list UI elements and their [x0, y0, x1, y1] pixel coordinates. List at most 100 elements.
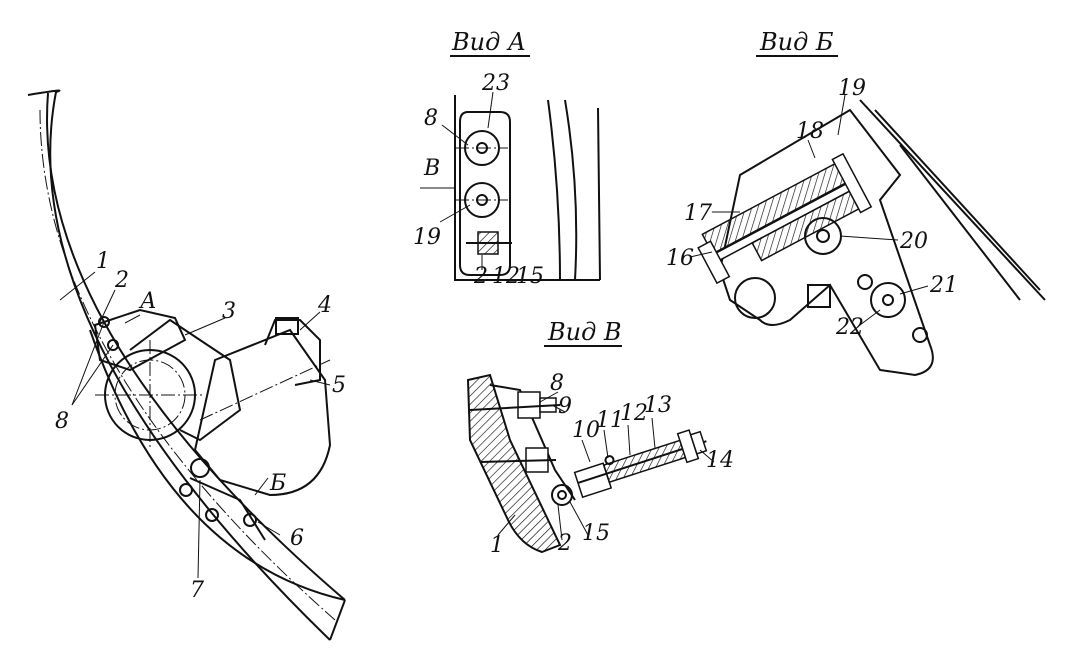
rim-inner-arc — [46, 92, 346, 601]
view-b-label-22: 22 — [835, 315, 864, 340]
view-a-label-15: 15 — [516, 264, 544, 289]
label-arrow-b: Б — [269, 471, 286, 496]
label-5: 5 — [332, 373, 346, 398]
view-b: Вид Б 19 18 17 16 20 21 — [666, 28, 1046, 377]
view-b-label-18: 18 — [796, 119, 824, 144]
label-8: 8 — [55, 409, 69, 434]
view-v-label-9: 9 — [558, 394, 572, 419]
nut-7a — [179, 483, 193, 497]
view-b-nut-20-center — [816, 229, 830, 243]
view-a: Вид А 23 8 В 19 2 12 15 — [413, 28, 601, 289]
view-b-label-20: 20 — [899, 229, 928, 254]
motor-axis — [199, 359, 331, 421]
view-b-body-edge-3 — [899, 144, 1021, 301]
view-v-label-1: 1 — [490, 533, 504, 558]
leader-4 — [299, 311, 321, 331]
view-b-label-19: 19 — [838, 76, 866, 101]
view-a-edge-2 — [564, 99, 578, 281]
leader-v-11 — [603, 429, 609, 459]
view-b-spring-assembly — [697, 152, 873, 285]
view-v-bolt-upper — [469, 404, 561, 411]
view-v-locknut-14 — [689, 430, 708, 455]
label-2: 2 — [114, 268, 129, 293]
view-v: Вид В 8 9 10 11 12 — [466, 318, 734, 558]
bolt-8-top — [98, 316, 110, 328]
view-a-title: Вид А — [451, 28, 526, 56]
label-arrow-a: А — [138, 289, 157, 314]
view-b-body-edge-2 — [874, 109, 1041, 291]
bracket-2 — [93, 308, 187, 372]
view-b-bracket — [718, 108, 934, 377]
rim-inner-edge — [89, 329, 346, 601]
view-v-label-13: 13 — [644, 393, 672, 418]
link-plate-6 — [189, 477, 266, 541]
view-v-label-15: 15 — [582, 521, 610, 546]
view-v-label-10: 10 — [572, 418, 600, 443]
leader-5 — [309, 379, 331, 386]
view-a-edge-1 — [547, 99, 561, 281]
view-a-arrow — [124, 314, 141, 324]
leader-b-20 — [839, 235, 899, 241]
view-v-label-2: 2 — [557, 531, 572, 556]
nut-7b — [205, 508, 219, 522]
motor-terminal-4 — [275, 317, 299, 335]
view-a-label-2: 2 — [473, 264, 488, 289]
view-a-plate — [459, 111, 511, 276]
pivot-7 — [190, 458, 210, 478]
leader-v-1 — [497, 514, 516, 536]
main-assembly-view: 1 2 А 3 4 5 8 Б 6 7 — [27, 89, 346, 641]
view-b-hole-1 — [857, 274, 873, 290]
leader-v-9 — [551, 404, 566, 413]
view-v-pin-15-center — [557, 490, 567, 500]
nut-6 — [243, 513, 257, 527]
leader-8a — [71, 321, 105, 406]
view-v-label-14: 14 — [706, 448, 734, 473]
view-a-edge-3 — [597, 107, 601, 281]
view-b-end-19 — [831, 152, 873, 214]
leader-3 — [184, 317, 226, 336]
leader-b-16 — [689, 251, 713, 258]
leader-b-18 — [807, 139, 816, 159]
view-b-nut-21-center — [882, 294, 894, 306]
leader-v-12 — [627, 424, 631, 456]
view-b-arrow — [254, 477, 269, 496]
view-b-title: Вид Б — [759, 28, 834, 56]
leader-v-13 — [651, 417, 656, 449]
leader-b-22 — [859, 309, 881, 326]
view-a-label-8: 8 — [424, 106, 438, 131]
view-v-title: Вид В — [547, 318, 622, 346]
leader-8b — [71, 344, 114, 406]
rim-end-cut — [329, 599, 346, 641]
view-b-label-21: 21 — [929, 273, 958, 298]
leader-2 — [99, 289, 116, 323]
view-b-hole-2 — [912, 327, 928, 343]
leader-v-8 — [539, 391, 559, 403]
view-b-hex-nut — [734, 277, 776, 319]
motor-cap-4 — [264, 319, 321, 386]
view-a-label-v: В — [423, 156, 440, 181]
view-v-nut-8 — [517, 391, 541, 419]
motor-housing-5 — [193, 328, 332, 497]
view-v-rim-section-1 — [466, 373, 562, 554]
leader-1 — [59, 271, 96, 301]
rim-center-line — [39, 109, 336, 621]
leader-7 — [197, 479, 201, 579]
view-v-bolt-lower — [479, 459, 557, 463]
view-a-label-12: 12 — [492, 264, 520, 289]
leader-6 — [257, 521, 281, 536]
leader-v-15 — [569, 501, 589, 536]
label-1: 1 — [96, 249, 110, 274]
view-v-label-11: 11 — [596, 408, 624, 433]
view-a-frame — [454, 95, 600, 281]
leader-v-2 — [557, 504, 563, 541]
leader-a-23 — [487, 91, 494, 129]
view-b-nut-21 — [870, 282, 906, 318]
view-v-pin-15 — [551, 484, 573, 506]
view-b-end-16 — [697, 240, 731, 285]
view-a-label-23: 23 — [481, 71, 510, 96]
leader-b-19 — [837, 94, 846, 136]
view-b-label-17: 17 — [684, 201, 712, 226]
label-6: 6 — [290, 526, 304, 551]
